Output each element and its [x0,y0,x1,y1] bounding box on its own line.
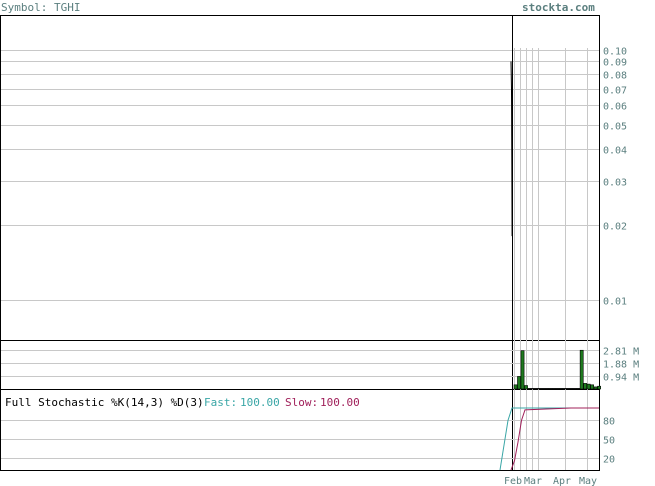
slow-line [510,407,599,471]
volume-bar [593,386,598,390]
price-tick-label: 0.07 [603,86,627,97]
stochastic-grid [1,420,599,459]
volume-bar [513,384,518,390]
stochastic-panel-frame [0,389,600,471]
brand-label: stockta.com [522,1,595,14]
stochastic-tick-label: 80 [603,417,615,428]
stochastic-tick-label: 20 [603,455,615,466]
stochastic-title: Full Stochastic %K(14,3) %D(3) [5,396,204,409]
volume-bar [586,383,591,390]
volume-bar [541,388,546,390]
volume-bar [569,388,574,390]
price-tick-label: 0.04 [603,146,627,157]
volume-bar [517,376,521,390]
volume-bar [534,388,539,390]
fast-legend-value: 100.00 [240,396,280,409]
x-tick-label: Mar [524,476,542,486]
price-line [510,61,513,237]
price-axis-ticks: 0.100.09 0.08 0.07 0.06 0.05 0.04 0.03 0.02 0.01 [603,47,627,308]
volume-tick-label: 2.81 M [603,347,639,358]
volume-bar [555,388,560,390]
date-grid [512,16,588,470]
symbol-label: Symbol: TGHI [1,1,80,14]
volume-bars [513,349,601,390]
stochastic-tick-label: 50 [603,436,615,447]
price-grid [1,50,599,301]
price-tick-label: 0.02 [603,222,627,233]
price-panel-frame [0,15,600,341]
price-tick-label: 0.10 [603,47,627,58]
x-tick-label: Feb [504,476,522,486]
volume-bar [527,388,532,390]
price-tick-label: 0.08 [603,71,627,82]
slow-legend-value: 100.00 [320,396,360,409]
fast-legend-label: Fast: [204,396,237,409]
volume-axis-ticks: 2.81 M 1.88 M 0.94 M [603,347,639,384]
volume-bar [538,388,542,390]
price-tick-label: 0.06 [603,102,627,113]
volume-bar [562,388,567,390]
volume-bar [548,388,553,390]
volume-tick-label: 0.94 M [603,373,639,384]
volume-bar [558,388,563,390]
x-tick-label: May [579,476,597,486]
volume-grid [1,350,599,377]
volume-bar [531,388,535,390]
volume-bar [520,350,525,390]
price-series [510,61,513,237]
volume-bar [583,383,588,390]
volume-bar [576,388,581,390]
volume-bar [565,388,570,390]
volume-bar [590,384,594,390]
price-tick-label: 0.05 [603,122,627,133]
price-tick-label: 0.01 [603,297,627,308]
stochastic-lines [499,407,599,471]
volume-bar [551,388,556,390]
volume-bar [597,385,601,390]
stochastic-axis-ticks: 80 50 20 [603,417,615,466]
x-tick-label: Apr [553,476,571,486]
volume-bar [579,349,584,390]
volume-bar [545,388,549,390]
chart-frames [0,15,600,471]
volume-panel-frame [0,340,600,390]
slow-legend-label: Slow: [285,396,318,409]
volume-bar [572,388,577,390]
price-tick-label: 0.09 [603,58,627,69]
volume-bar [524,385,528,390]
volume-tick-label: 1.88 M [603,360,639,371]
price-tick-label: 0.03 [603,178,627,189]
